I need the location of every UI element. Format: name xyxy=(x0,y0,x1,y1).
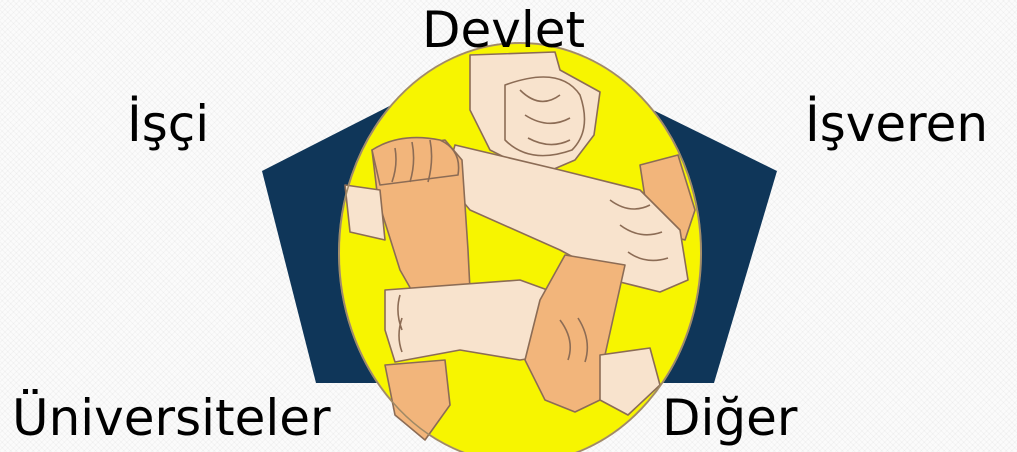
clasped-hands-illustration xyxy=(344,51,696,441)
fist-tan-upper-left xyxy=(371,136,460,186)
label-diger: Diğer xyxy=(662,389,798,447)
finger-lines xyxy=(391,89,669,363)
label-devlet: Devlet xyxy=(422,1,586,59)
label-universiteler: Üniversiteler xyxy=(12,389,331,447)
label-isveren: İşveren xyxy=(805,95,989,153)
circle-outline xyxy=(338,42,702,452)
fist-top xyxy=(504,76,586,157)
arm-light-left-edge xyxy=(344,184,386,241)
label-isci: İşçi xyxy=(127,95,210,153)
arm-light-bottom-right xyxy=(599,347,661,416)
arm-tan-bottom-left xyxy=(384,359,451,441)
